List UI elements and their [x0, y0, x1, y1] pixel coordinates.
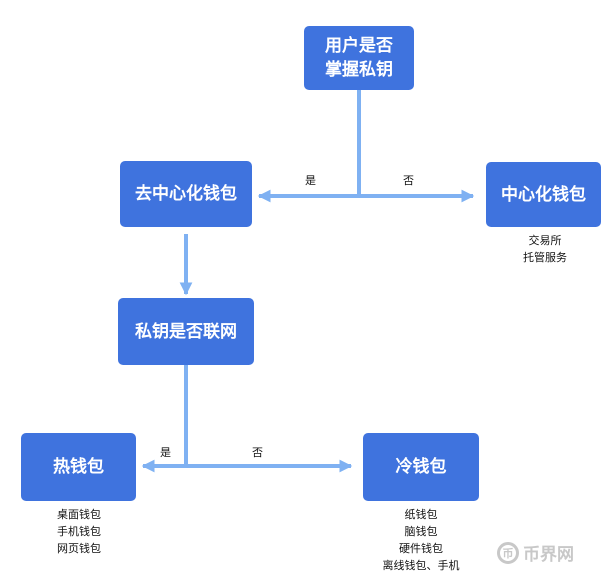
node-cold: 冷钱包: [363, 433, 479, 501]
note-item: 手机钱包: [57, 525, 101, 538]
note-item: 桌面钱包: [57, 508, 101, 521]
node-decentralized: 去中心化钱包: [120, 161, 252, 227]
edge-label-yes-2: 是: [160, 446, 171, 459]
note-cold: 纸钱包 脑钱包 硬件钱包 离线钱包、手机: [361, 506, 481, 574]
node-online: 私钥是否联网: [118, 298, 254, 365]
watermark: 币 币界网: [497, 540, 574, 565]
note-item: 托管服务: [523, 251, 567, 264]
node-centralized: 中心化钱包: [486, 162, 601, 227]
note-centralized: 交易所 托管服务: [485, 232, 605, 266]
note-item: 网页钱包: [57, 542, 101, 555]
node-root: 用户是否 掌握私钥: [304, 26, 414, 90]
edge-label-yes-1: 是: [305, 174, 316, 187]
edge-label-no-2: 否: [252, 446, 263, 459]
note-item: 硬件钱包: [399, 542, 443, 555]
note-hot: 桌面钱包 手机钱包 网页钱包: [19, 506, 139, 557]
watermark-text: 币界网: [523, 545, 574, 565]
note-item: 离线钱包、手机: [382, 559, 460, 572]
note-item: 脑钱包: [404, 525, 438, 538]
edge-label-no-1: 否: [403, 174, 414, 187]
note-item: 交易所: [528, 234, 562, 247]
node-hot: 热钱包: [21, 433, 136, 501]
coin-logo-icon: 币: [497, 541, 519, 564]
note-item: 纸钱包: [404, 508, 438, 521]
